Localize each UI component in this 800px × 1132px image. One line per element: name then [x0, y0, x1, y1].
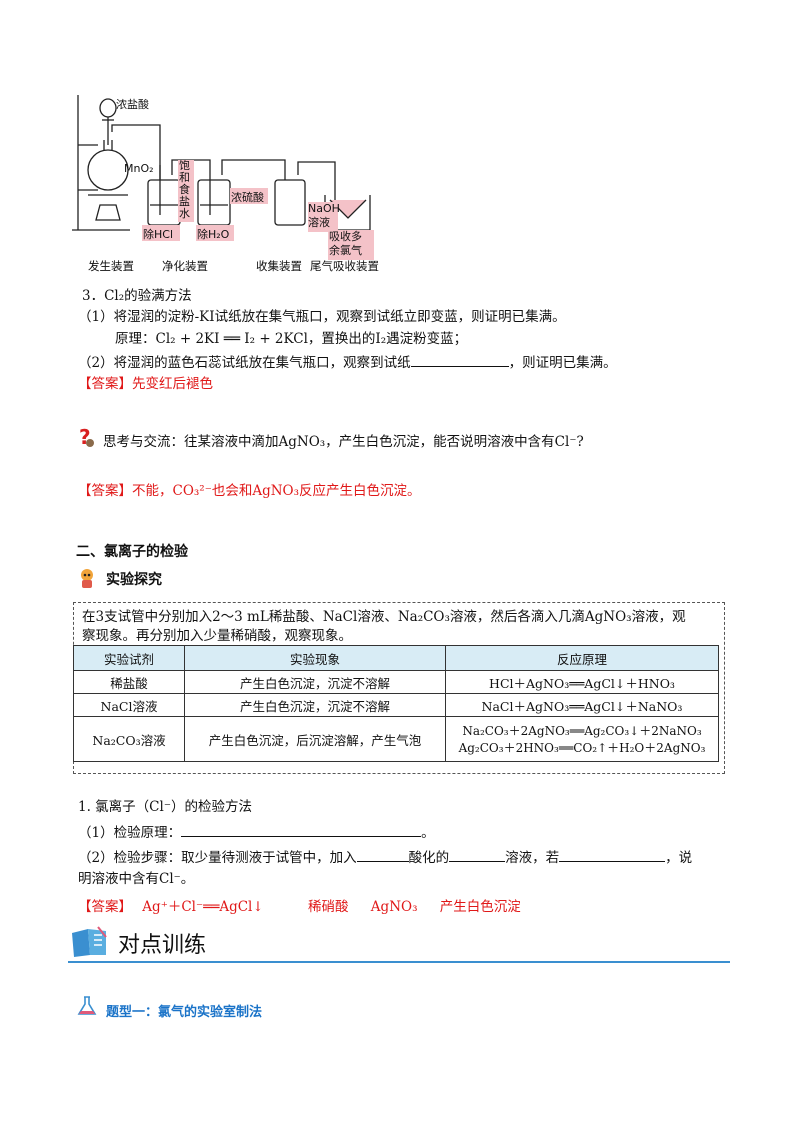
label-char: 食 — [179, 183, 190, 196]
label-char: 盐 — [179, 195, 190, 208]
table-row: Na₂CO₃溶液 产生白色沉淀，后沉淀溶解，产生气泡 Na₂CO₃＋2AgNO₃… — [73, 716, 719, 762]
header-reaction: 反应原理 — [445, 645, 719, 671]
label-line: 吸收多 — [329, 230, 362, 243]
reaction-line-1: Na₂CO₃＋2AgNO₃══Ag₂CO₃↓＋2NaNO₃ — [462, 724, 702, 738]
answer-3: AgNO₃ — [370, 899, 418, 915]
think-text: 思考与交流：往某溶液中滴加AgNO₃，产生白色沉淀，能否说明溶液中含有Cl⁻? — [103, 434, 584, 450]
answer-blank[interactable] — [559, 847, 666, 862]
sec3-answer: 【答案】先变红后褪色 — [78, 375, 213, 393]
label-char: 水 — [179, 207, 190, 220]
section2-title: 二、氯离子的检验 — [76, 544, 188, 560]
cell-reaction: HCl＋AgNO₃══AgCl↓＋HNO₃ — [445, 670, 719, 694]
answer-label: 【答案】 — [78, 483, 132, 499]
apparatus-drawing — [72, 95, 374, 260]
experiment-table: 实验试剂 实验现象 反应原理 稀盐酸 产生白色沉淀，沉淀不溶解 HCl＋AgNO… — [73, 645, 719, 762]
cell-reagent: 稀盐酸 — [73, 670, 185, 694]
exp-intro-2: 察现象。再分别加入少量稀硝酸，观察现象。 — [82, 628, 352, 644]
cell-phenomenon: 产生白色沉淀，后沉淀溶解，产生气泡 — [184, 716, 446, 762]
answer-text: 先变红后褪色 — [132, 376, 213, 392]
flask-icon — [76, 995, 98, 1017]
cell-reaction: Na₂CO₃＋2AgNO₃══Ag₂CO₃↓＋2NaNO₃ Ag₂CO₃＋2HN… — [445, 716, 719, 762]
sec3-item2: （2）将湿润的蓝色石蕊试纸放在集气瓶口，观察到试纸 ，则证明已集满。 — [78, 352, 617, 372]
cell-reagent: Na₂CO₃溶液 — [73, 716, 185, 762]
cell-reaction: NaCl＋AgNO₃══AgCl↓＋NaNO₃ — [445, 693, 719, 717]
book-icon — [68, 925, 112, 959]
sec3-title: 3．Cl₂的验满方法 — [82, 288, 192, 304]
table-row: 稀盐酸 产生白色沉淀，沉淀不溶解 HCl＋AgNO₃══AgCl↓＋HNO₃ — [73, 670, 719, 694]
method-item1-end: 。 — [421, 825, 435, 841]
sec3-item1: （1）将湿润的淀粉-KI试纸放在集气瓶口，观察到试纸立即变蓝，则证明已集满。 — [78, 309, 566, 325]
label-conc-h2so4: 浓硫酸 — [231, 191, 264, 204]
type1-title: 题型一：氯气的实验室制法 — [106, 1005, 263, 1020]
sec3-principle: 原理：Cl₂ + 2KI ══ I₂ + 2KCl，置换出的I₂遇淀粉变蓝； — [115, 331, 468, 347]
label-mno2: MnO₂ — [124, 162, 154, 175]
method-title: 1. 氯离子（Cl⁻）的检验方法 — [78, 799, 252, 815]
method-item1: （1）检验原理： 。 — [78, 822, 435, 842]
method-item2-b: 酸化的 — [408, 850, 450, 866]
answer-blank[interactable] — [449, 847, 506, 862]
caption-generation: 发生装置 — [88, 259, 134, 273]
answer-blank[interactable] — [356, 847, 409, 862]
label-char: 和 — [179, 171, 190, 184]
training-title: 对点训练 — [118, 933, 207, 958]
question-mark-icon: ? — [76, 425, 96, 449]
method-item2-end: 明溶液中含有Cl⁻。 — [78, 871, 195, 887]
table-row: NaCl溶液 产生白色沉淀，沉淀不溶解 NaCl＋AgNO₃══AgCl↓＋Na… — [73, 693, 719, 717]
answer-text: 不能，CO₃²⁻也会和AgNO₃反应产生白色沉淀。 — [132, 483, 421, 499]
label-line: 余氯气 — [329, 244, 362, 257]
method-item1-label: （1）检验原理： — [78, 825, 182, 841]
method-answer: 【答案】 Ag⁺＋Cl⁻══AgCl↓ 稀硝酸 AgNO₃ 产生白色沉淀 — [78, 898, 521, 916]
label-naoh: NaOH 溶液 — [308, 202, 340, 230]
sec3-item2-a: （2）将湿润的蓝色石蕊试纸放在集气瓶口，观察到试纸 — [78, 355, 411, 371]
label-absorb: 吸收多 余氯气 — [329, 230, 362, 258]
reaction-line-2: Ag₂CO₃＋2HNO₃══CO₂↑＋H₂O＋2AgNO₃ — [458, 741, 706, 755]
method-item2: （2）检验步骤：取少量待测液于试管中，加入 酸化的 溶液，若 ，说 — [78, 847, 692, 867]
answer-2: 稀硝酸 — [308, 899, 349, 915]
caption-tail-gas: 尾气吸收装置 — [310, 259, 379, 273]
header-phenomenon: 实验现象 — [184, 645, 446, 671]
cell-reagent: NaCl溶液 — [73, 693, 185, 717]
header-reagent: 实验试剂 — [73, 645, 185, 671]
exp-intro-1: 在3支试管中分别加入2～3 mL稀盐酸、NaCl溶液、Na₂CO₃溶液，然后各滴… — [82, 609, 686, 625]
apparatus-diagram: 浓盐酸 MnO₂ 饱 和 食 盐 水 浓硫酸 NaOH 溶液 除HCl 除H₂O… — [70, 90, 400, 275]
answer-label: 【答案】 — [78, 899, 132, 915]
caption-purification: 净化装置 — [162, 259, 208, 273]
label-line: NaOH — [308, 202, 340, 215]
answer-4: 产生白色沉淀 — [439, 899, 521, 915]
answer-blank[interactable] — [410, 352, 509, 367]
label-remove-hcl: 除HCl — [143, 228, 174, 241]
svg-text:?: ? — [79, 426, 91, 448]
label-remove-h2o: 除H₂O — [197, 228, 230, 241]
divider — [68, 961, 730, 963]
think-answer: 【答案】不能，CO₃²⁻也会和AgNO₃反应产生白色沉淀。 — [78, 482, 421, 500]
explore-title: 实验探究 — [106, 572, 162, 588]
caption-collection: 收集装置 — [256, 259, 302, 273]
method-item2-c: 溶液，若 — [505, 850, 560, 866]
label-char: 饱 — [179, 159, 190, 172]
label-conc-hcl: 浓盐酸 — [116, 98, 149, 111]
method-item2-a: （2）检验步骤：取少量待测液于试管中，加入 — [78, 850, 357, 866]
cell-phenomenon: 产生白色沉淀，沉淀不溶解 — [184, 670, 446, 694]
method-item2-d: ，说 — [665, 850, 693, 866]
answer-1: Ag⁺＋Cl⁻══AgCl↓ — [142, 899, 264, 915]
sec3-item2-b: ，则证明已集满。 — [508, 355, 617, 371]
answer-blank[interactable] — [181, 822, 422, 837]
label-sat-nacl: 饱 和 食 盐 水 — [179, 160, 193, 220]
label-line: 溶液 — [308, 216, 330, 229]
table-header-row: 实验试剂 实验现象 反应原理 — [73, 645, 719, 671]
cell-phenomenon: 产生白色沉淀，沉淀不溶解 — [184, 693, 446, 717]
scientist-icon — [76, 567, 98, 589]
answer-label: 【答案】 — [78, 376, 132, 392]
